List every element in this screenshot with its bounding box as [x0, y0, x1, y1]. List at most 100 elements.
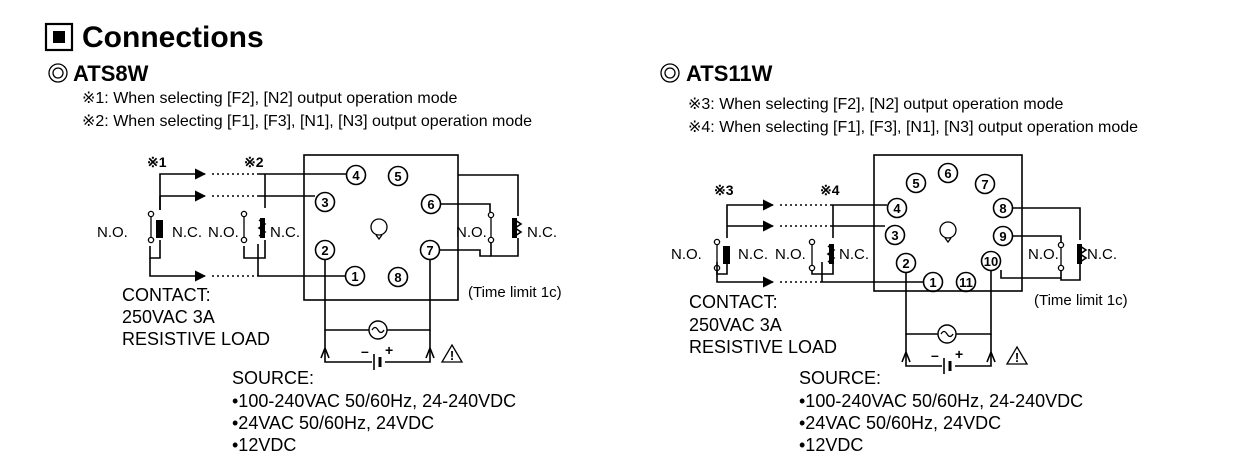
- pin-6: 6: [937, 162, 959, 184]
- contact-1: [713, 238, 730, 275]
- pin-2: 2: [314, 239, 336, 261]
- contact-spec-line: RESISTIVE LOAD: [122, 329, 270, 349]
- svg-text:9: 9: [999, 229, 1006, 244]
- contact-nc-label: N.C.: [270, 224, 300, 241]
- model-name-left: ATS8W: [73, 61, 149, 86]
- contact-spec-line: 250VAC 3A: [122, 307, 215, 327]
- svg-text:!: !: [450, 348, 454, 363]
- contact-3: [1057, 241, 1088, 281]
- square-bullet-icon: [44, 22, 74, 52]
- svg-text:+: +: [385, 342, 393, 358]
- time-limit-label: (Time limit 1c): [468, 284, 562, 301]
- contact-2: [808, 238, 836, 275]
- warning-triangle-icon: !: [1005, 345, 1029, 365]
- contact-spec-line: CONTACT:: [122, 285, 211, 305]
- double-circle-icon: [660, 63, 680, 83]
- pin-3: 3: [884, 224, 906, 246]
- pin-4: 4: [886, 197, 908, 219]
- mark-b-left: ※2: [244, 154, 264, 170]
- pin-8: 8: [387, 266, 409, 288]
- svg-text:10: 10: [984, 254, 998, 269]
- pin-4: 4: [345, 164, 367, 186]
- pin-5: 5: [905, 172, 927, 194]
- contact-nc-label: N.C.: [1087, 246, 1117, 263]
- source-spec-line: •24VAC 50/60Hz, 24VDC: [799, 413, 1001, 433]
- svg-text:4: 4: [352, 168, 360, 183]
- svg-text:2: 2: [321, 243, 328, 258]
- pin-5: 5: [387, 165, 409, 187]
- contact-no-label: N.O.: [97, 224, 128, 241]
- svg-text:5: 5: [912, 176, 919, 191]
- contact-nc-label: N.C.: [527, 224, 557, 241]
- bulb-icon: [939, 221, 957, 244]
- pin-7: 7: [419, 239, 441, 261]
- pin-9: 9: [992, 225, 1014, 247]
- bulb-icon: [370, 218, 388, 241]
- mark-b-right: ※4: [820, 182, 840, 198]
- svg-text:3: 3: [321, 195, 328, 210]
- note-1-right: ※3: When selecting [F2], [N2] output ope…: [688, 96, 1063, 113]
- note-2-right: ※4: When selecting [F1], [F3], [N1], [N3…: [688, 119, 1138, 136]
- svg-text:7: 7: [426, 243, 433, 258]
- svg-text:8: 8: [394, 270, 401, 285]
- ats11w-diagram: ※3 ※4 5 6 7 4 8 3 9 2 10 1 11: [671, 154, 1128, 455]
- svg-text:1: 1: [929, 275, 936, 290]
- section-title: Connections: [82, 21, 264, 54]
- contact-nc-label: N.C.: [172, 224, 202, 241]
- pin-10: 10: [980, 250, 1002, 272]
- svg-text:6: 6: [944, 166, 951, 181]
- svg-text:+: +: [955, 346, 963, 362]
- mark-a-left: ※1: [147, 154, 167, 170]
- svg-text:11: 11: [959, 275, 973, 290]
- battery-icon: – +: [931, 346, 963, 374]
- double-circle-icon: [48, 63, 68, 83]
- svg-text:3: 3: [891, 228, 898, 243]
- contact-no-label: N.O.: [1028, 246, 1059, 263]
- ats8w-diagram: ※1 ※2 4 5 3 6 2 7 1 8: [97, 154, 562, 455]
- pin-11: 11: [955, 271, 977, 293]
- svg-text:–: –: [361, 343, 369, 359]
- source-spec-line: •24VAC 50/60Hz, 24VDC: [232, 413, 434, 433]
- ac-source-icon: [368, 320, 388, 340]
- svg-text:6: 6: [427, 197, 434, 212]
- relay-body: [873, 154, 1023, 292]
- source-spec-line: •12VDC: [232, 435, 296, 455]
- svg-text:7: 7: [981, 177, 988, 192]
- source-spec-line: •100-240VAC 50/60Hz, 24-240VDC: [232, 391, 516, 411]
- pin-1: 1: [922, 271, 944, 293]
- contact-no-label: N.O.: [456, 224, 487, 241]
- contact-spec-line: CONTACT:: [689, 292, 778, 312]
- source-spec-line: SOURCE:: [232, 368, 314, 388]
- svg-text:1: 1: [351, 269, 358, 284]
- pin-7: 7: [974, 173, 996, 195]
- source-spec-line: SOURCE:: [799, 368, 881, 388]
- svg-text:!: !: [1015, 350, 1019, 365]
- pin-3: 3: [314, 191, 336, 213]
- svg-text:2: 2: [902, 256, 909, 271]
- relay-body: [303, 154, 459, 301]
- model-name-right: ATS11W: [686, 61, 773, 86]
- pin-1: 1: [344, 265, 366, 287]
- battery-icon: – +: [361, 342, 393, 370]
- svg-text:4: 4: [893, 201, 901, 216]
- source-spec-line: •12VDC: [799, 435, 863, 455]
- svg-text:8: 8: [999, 201, 1006, 216]
- svg-text:5: 5: [394, 169, 401, 184]
- pin-8: 8: [992, 197, 1014, 219]
- warning-triangle-icon: !: [440, 343, 464, 363]
- ac-source-icon: [937, 324, 957, 344]
- contact-2: [240, 210, 267, 259]
- pin-2: 2: [895, 252, 917, 274]
- contact-1: [147, 210, 163, 259]
- contact-nc-label: N.C.: [738, 246, 768, 263]
- svg-text:–: –: [931, 347, 939, 363]
- contact-no-label: N.O.: [208, 224, 239, 241]
- contact-spec-line: 250VAC 3A: [689, 315, 782, 335]
- mark-a-right: ※3: [714, 182, 734, 198]
- source-spec-line: •100-240VAC 50/60Hz, 24-240VDC: [799, 391, 1083, 411]
- note-2-left: ※2: When selecting [F1], [F3], [N1], [N3…: [82, 113, 532, 130]
- contact-nc-label: N.C.: [839, 246, 869, 263]
- note-1-left: ※1: When selecting [F2], [N2] output ope…: [82, 90, 457, 107]
